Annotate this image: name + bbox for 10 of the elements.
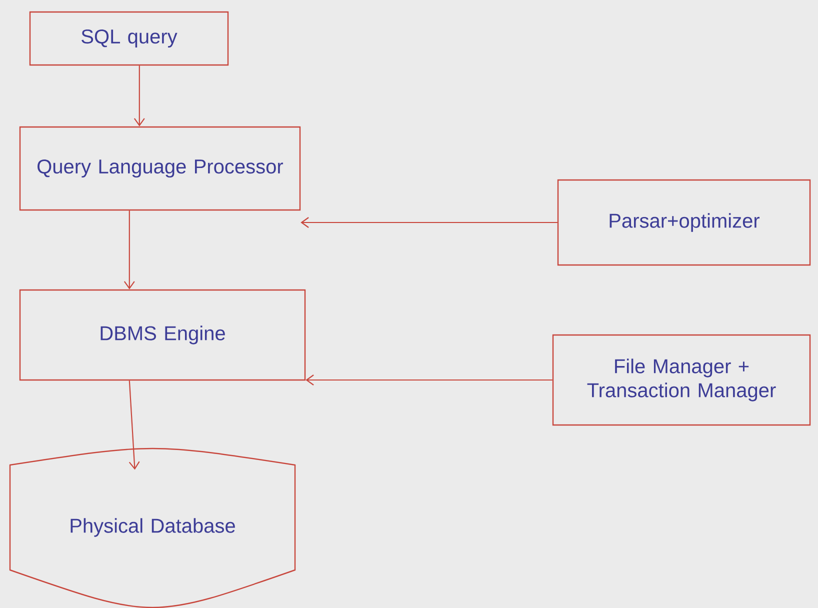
process-box: Parsar+optimizer xyxy=(557,179,811,266)
arrow xyxy=(134,66,145,126)
process-box: Query Language Processor xyxy=(19,126,301,211)
process-box: SQL query xyxy=(29,11,229,66)
arrow xyxy=(300,217,558,228)
arrow xyxy=(128,380,140,470)
arrow xyxy=(306,374,552,386)
process-box: DBMS Engine xyxy=(19,289,306,381)
process-box: File Manager + Transaction Manager xyxy=(552,334,811,426)
arrow xyxy=(124,210,135,290)
